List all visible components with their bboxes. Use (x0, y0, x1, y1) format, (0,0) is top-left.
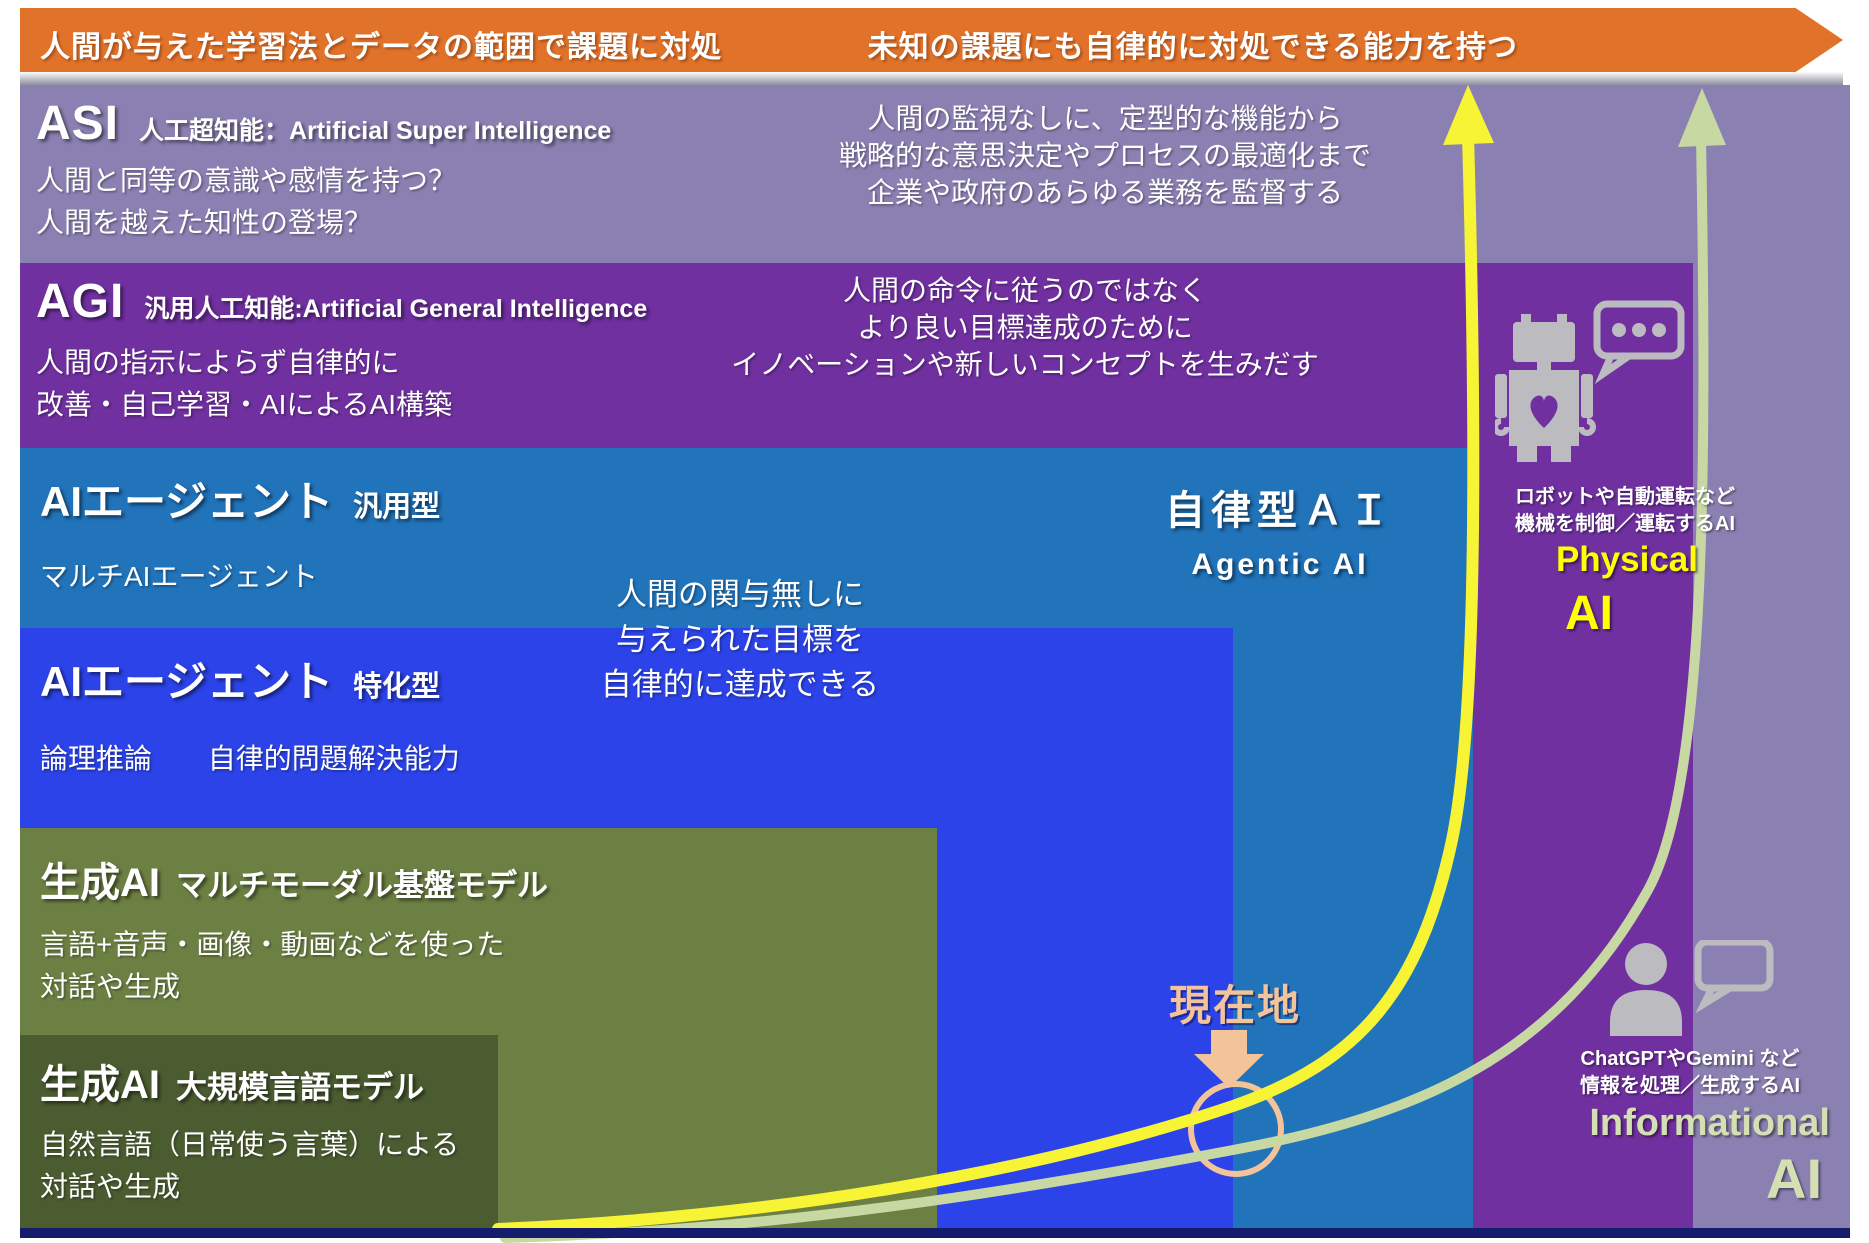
informational-ai-label-bottom: AI (1766, 1147, 1822, 1210)
asi-subtitle: 人工超知能：Artificial Super Intelligence (139, 117, 612, 145)
banner-right-text: 未知の課題にも自律的に対処できる能力を持つ (867, 31, 1518, 64)
gen-multimodal-title: 生成AI (40, 861, 160, 905)
gen-multimodal-header: 生成AI マルチモーダル基盤モデル (40, 850, 548, 908)
asi-note: 人間の監視なしに、定型的な機能から 戦略的な意思決定やプロセスの最適化まで 企業… (740, 100, 1470, 211)
bottom-edge-line (20, 1228, 1850, 1238)
yellow-arrowhead-icon (1443, 85, 1494, 145)
middle-note-line2: 与えられた目標を (616, 622, 864, 657)
gen-multimodal-type: マルチモーダル基盤モデル (176, 868, 548, 903)
agent-general-header: AIエージェント 汎用型 (40, 468, 440, 529)
asi-desc-line1: 人間と同等の意識や感情を持つ？ (36, 165, 457, 196)
agi-code: AGI (36, 275, 125, 328)
agi-note: 人間の命令に従うのではなく より良い目標達成のために イノベーションや新しいコン… (645, 272, 1405, 383)
gen-llm-header: 生成AI 大規模言語モデル (40, 1052, 424, 1110)
asi-desc-line2: 人間を越えた知性の登場？ (36, 207, 373, 238)
gen-multimodal-desc1: 言語+音声・画像・動画などを使った (40, 929, 505, 960)
current-location-circle-icon (1188, 1081, 1284, 1177)
yellow-growth-curve (492, 129, 1480, 1235)
agent-special-title: AIエージェント (40, 658, 334, 705)
agi-note-line1: 人間の命令に従うのではなく (842, 275, 1207, 306)
gen-llm-desc1: 自然言語（日常使う言葉）による (40, 1129, 460, 1160)
gen-llm-title: 生成AI (40, 1063, 160, 1107)
gen-llm-band (20, 1035, 498, 1238)
current-location-label: 現在地 (1168, 982, 1301, 1029)
gen-multimodal-desc: 言語+音声・画像・動画などを使った 対話や生成 (40, 924, 504, 1008)
gen-multimodal-desc2: 対話や生成 (40, 971, 181, 1002)
banner-shadow (20, 72, 1843, 85)
asi-header: ASI 人工超知能：Artificial Super Intelligence (36, 96, 611, 151)
gen-llm-desc: 自然言語（日常使う言葉）による 対話や生成 (40, 1124, 459, 1208)
green-arrowhead-icon (1678, 88, 1726, 147)
informational-ai-caption1: ChatGPTやGemini など (1580, 1048, 1800, 1070)
informational-ai-caption: ChatGPTやGemini など 情報を処理／生成するAI (1545, 1046, 1835, 1100)
robot-icon (1495, 300, 1685, 462)
agi-desc-line2: 改善・自己学習・AIによるAI構築 (36, 389, 453, 420)
agi-description: 人間の指示によらず自律的に 改善・自己学習・AIによるAI構築 (36, 342, 452, 426)
banner-left-text: 人間が与えた学習法とデータの範囲で課題に対処 (40, 31, 722, 64)
physical-ai-caption: ロボットや自動運転など 機械を制御／運転するAI (1480, 484, 1770, 538)
informational-ai-caption2: 情報を処理／生成するAI (1580, 1075, 1800, 1097)
agent-general-title: AIエージェント (40, 478, 334, 525)
agent-general-desc: マルチAIエージェント (40, 561, 318, 592)
current-location-arrow-icon (1194, 1030, 1264, 1088)
agent-special-type: 特化型 (353, 671, 441, 703)
agentic-ai-en: Agentic AI (1191, 548, 1369, 581)
asi-note-line3: 企業や政府のあらゆる業務を監督する (866, 177, 1343, 208)
top-banner-arrow: 人間が与えた学習法とデータの範囲で課題に対処 未知の課題にも自律的に対処できる能… (20, 8, 1843, 72)
middle-note-line1: 人間の関与無しに (616, 577, 864, 612)
agi-subtitle: 汎用人工知能:Artificial General Intelligence (144, 295, 648, 323)
asi-note-line2: 戦略的な意思決定やプロセスの最適化まで (838, 140, 1371, 171)
asi-note-line1: 人間の監視なしに、定型的な機能から (867, 103, 1343, 134)
physical-ai-label-bottom: AI (1565, 587, 1613, 640)
agent-special-desc1: 論理推論 (40, 743, 153, 774)
informational-ai-label-top: Informational (1589, 1102, 1830, 1144)
agentic-ai-jp: 自律型ＡＩ (1165, 489, 1395, 533)
physical-ai-label-top: Physical (1555, 540, 1698, 579)
physical-ai-caption1: ロボットや自動運転など (1515, 486, 1735, 508)
agent-special-desc2: 自律的問題解決能力 (207, 743, 460, 774)
agent-special-header: AIエージェント 特化型 (40, 648, 440, 709)
gen-llm-desc2: 対話や生成 (40, 1171, 181, 1202)
asi-description: 人間と同等の意識や感情を持つ？ 人間を越えた知性の登場？ (36, 160, 456, 244)
person-icon (1610, 940, 1774, 1036)
agi-header: AGI 汎用人工知能:Artificial General Intelligen… (36, 274, 647, 329)
gen-llm-type: 大規模言語モデル (176, 1070, 424, 1105)
agentic-ai-label: 自律型ＡＩ Agentic AI (1120, 478, 1440, 582)
agi-desc-line1: 人間の指示によらず自律的に (36, 347, 400, 378)
agent-special-desc: 論理推論 自律的問題解決能力 (40, 738, 460, 780)
middle-note: 人間の関与無しに 与えられた目標を 自律的に達成できる (580, 572, 900, 707)
asi-code: ASI (36, 97, 120, 150)
physical-ai-caption2: 機械を制御／運転するAI (1515, 513, 1735, 535)
agent-general-type: 汎用型 (353, 491, 441, 523)
green-growth-curve (500, 133, 1709, 1243)
agi-note-line3: イノベーションや新しいコンセプトを生みだす (731, 349, 1319, 380)
agi-note-line2: より良い目標達成のために (857, 312, 1193, 343)
middle-note-line3: 自律的に達成できる (600, 667, 880, 702)
